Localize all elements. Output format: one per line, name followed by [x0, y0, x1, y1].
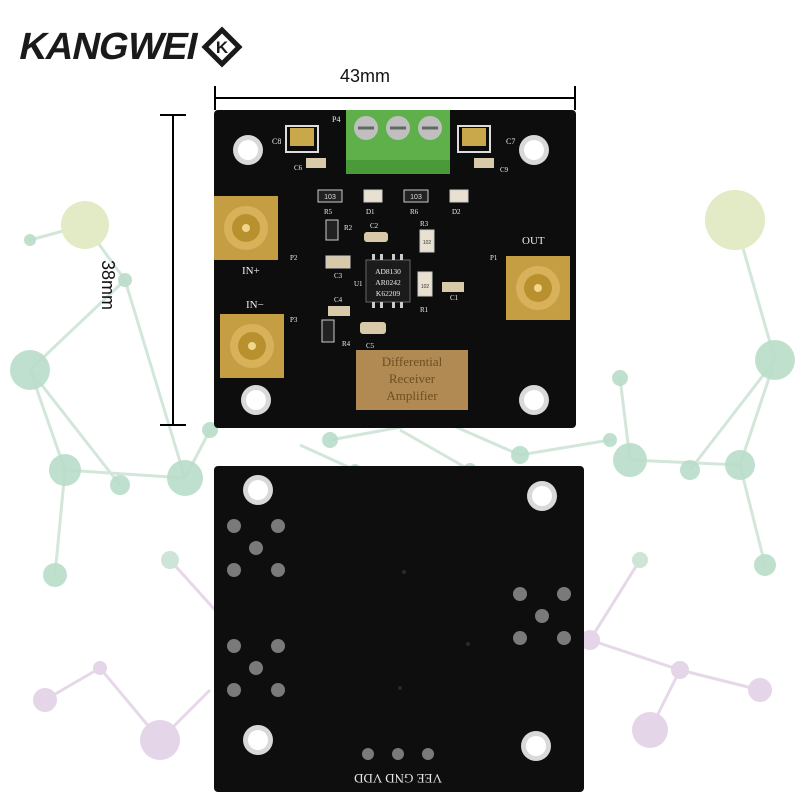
label-c2: C2 [370, 222, 379, 230]
label-c3: C3 [334, 272, 343, 280]
label-r4: R4 [342, 340, 351, 348]
mounting-holes-back [243, 475, 557, 761]
panel-line-3: Amplifier [386, 388, 438, 403]
power-pin-label: VEE GND VDD [354, 771, 442, 786]
label-c9: C9 [500, 166, 509, 174]
brand-mark-letter: K [216, 38, 229, 57]
r3-code: 102 [423, 240, 432, 246]
label-c1: C1 [450, 294, 459, 302]
mounting-holes [233, 135, 549, 415]
label-out: OUT [522, 235, 545, 247]
label-c5: C5 [366, 342, 375, 350]
sma-connector-in-minus [220, 314, 284, 378]
label-r1: R1 [420, 306, 429, 314]
label-in-plus: IN+ [242, 265, 260, 277]
pcb-front-board: P4 C8 C7 C6 C9 103 103 R5 D1 R6 D2 IN+ I… [214, 110, 576, 428]
height-dimension-line [160, 114, 186, 426]
brand-name: KANGWEI [15, 25, 202, 68]
panel-line-1: Differential [382, 354, 443, 369]
label-c8: C8 [272, 137, 281, 146]
width-dimension-line [214, 86, 576, 110]
label-r6: R6 [410, 208, 419, 216]
screw-terminal-block [346, 110, 450, 174]
width-dimension-label: 43mm [340, 66, 391, 86]
sma-connector-in-plus [214, 196, 278, 260]
label-r3: R3 [420, 220, 429, 228]
label-r5: R5 [324, 208, 333, 216]
label-p4: P4 [332, 115, 340, 124]
chip-line-3: K62209 [376, 289, 400, 298]
brand-logo: KANGWEI K [16, 22, 243, 72]
chip-line-2: AR0242 [375, 278, 401, 287]
sma-connector-out [506, 256, 570, 320]
label-d2: D2 [452, 208, 461, 216]
r1-code: 102 [421, 284, 430, 290]
brand-mark-icon: K [201, 26, 243, 68]
label-r2: R2 [344, 224, 353, 232]
label-p3: P3 [290, 316, 298, 324]
panel-line-2: Receiver [389, 371, 436, 386]
pcb-back-board: VEE GND VDD [214, 466, 584, 792]
board-title-panel: Differential Receiver Amplifier [356, 350, 468, 410]
ic-ad8130-chip: AD8130 AR0242 K62209 [365, 254, 411, 308]
label-c4: C4 [334, 296, 343, 304]
chip-line-1: AD8130 [375, 267, 401, 276]
label-in-minus: IN− [246, 299, 264, 311]
label-c6: C6 [294, 164, 303, 172]
r5-code: 103 [324, 194, 336, 201]
label-u1: U1 [354, 280, 363, 288]
label-p2: P2 [290, 254, 298, 262]
solder-joints [227, 519, 571, 760]
label-d1: D1 [366, 208, 375, 216]
height-dimension-label: 38mm [98, 260, 118, 311]
label-c7: C7 [506, 137, 515, 146]
r6-code: 103 [410, 194, 422, 201]
label-p1: P1 [490, 254, 498, 262]
